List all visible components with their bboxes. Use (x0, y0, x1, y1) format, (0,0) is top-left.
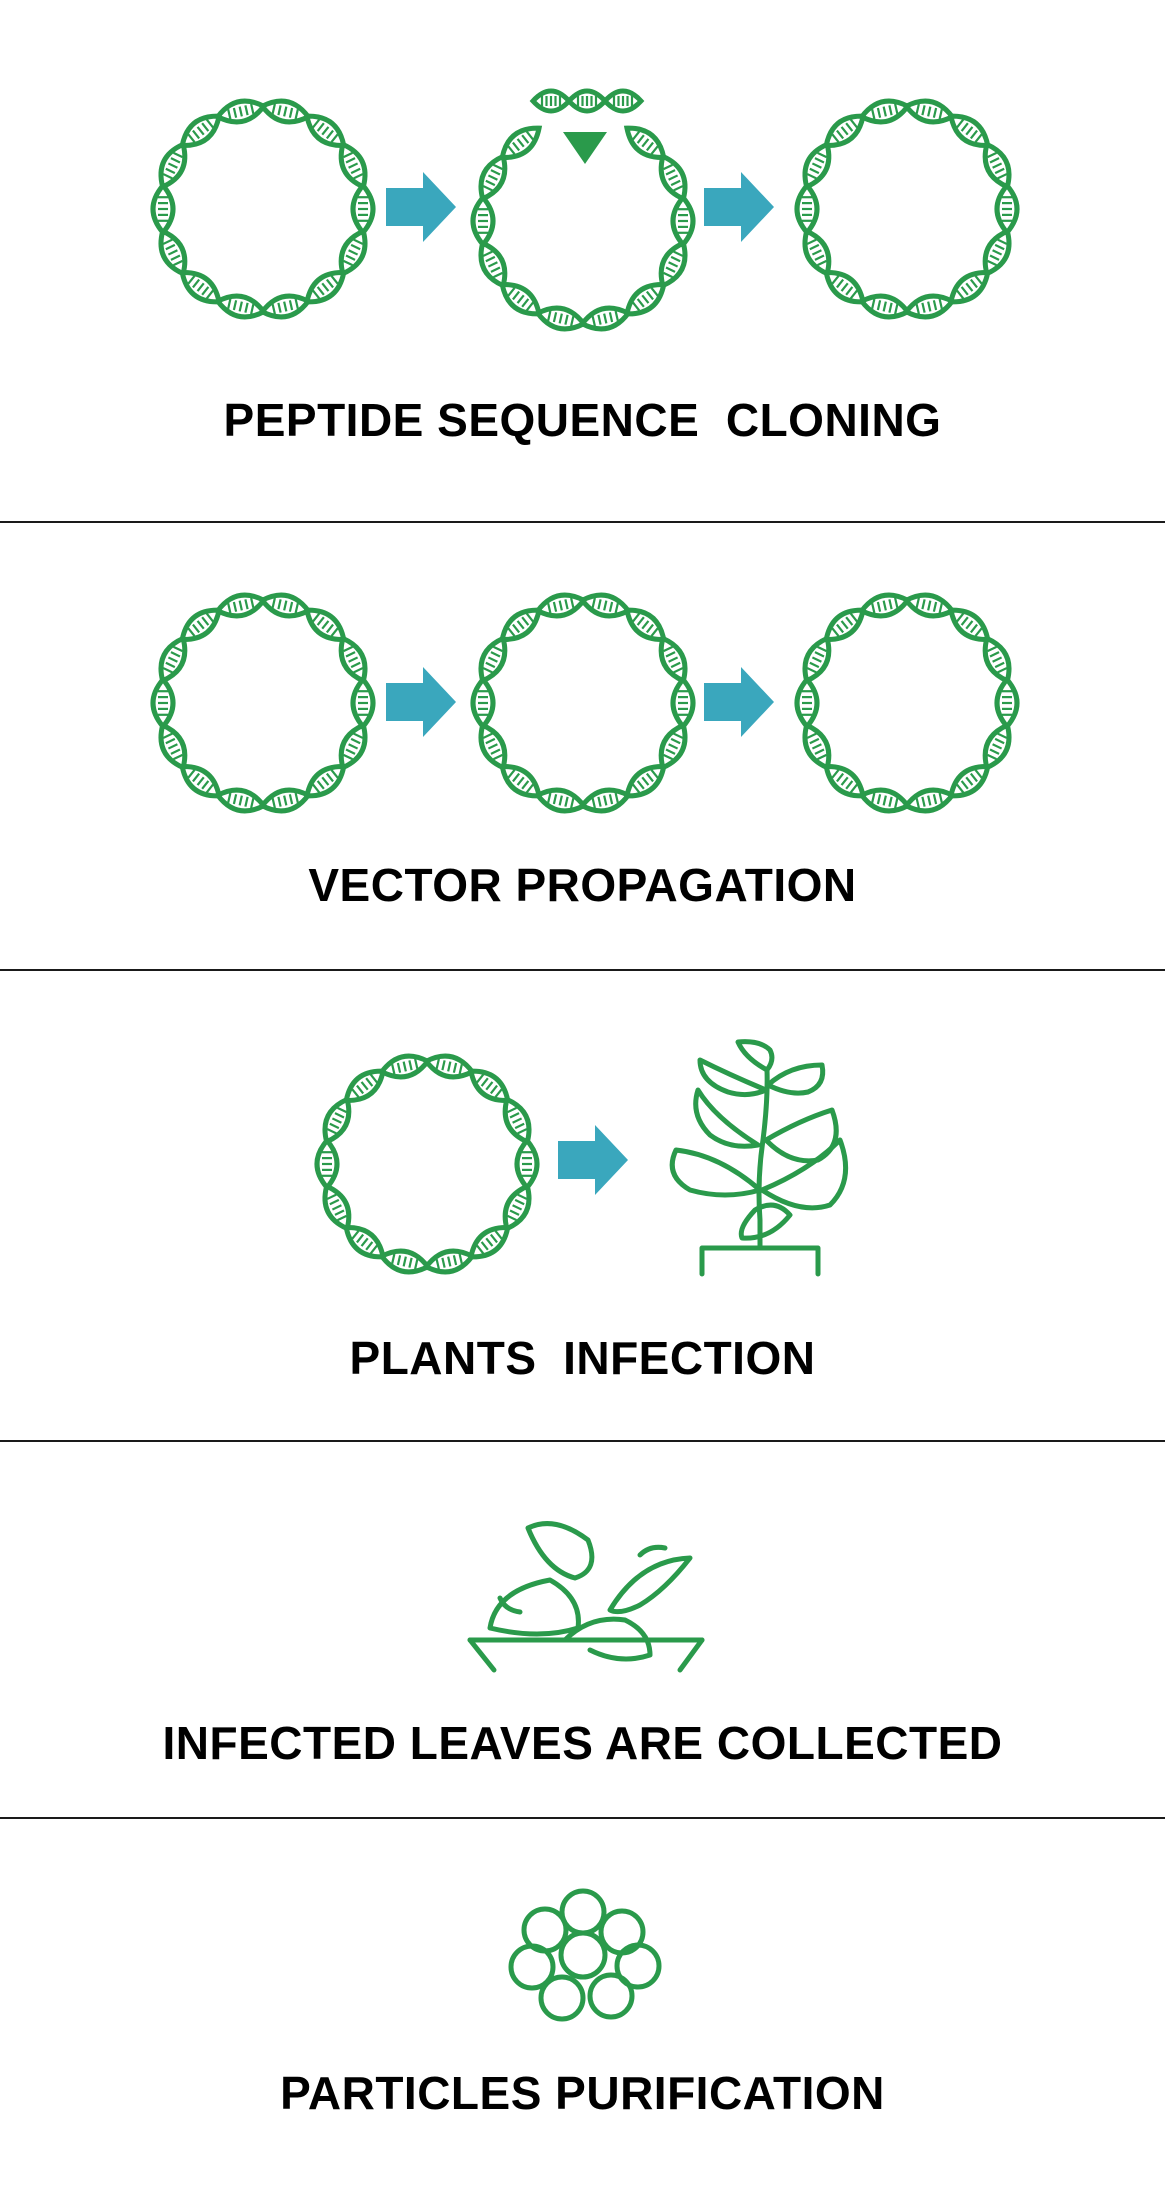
right-arrow-icon (704, 172, 774, 242)
divider (0, 1440, 1165, 1442)
dna-plasmid-ring-icon (150, 98, 376, 320)
step-caption: PLANTS INFECTION (349, 1332, 816, 1384)
triangle-down-icon (563, 132, 607, 164)
step-caption: VECTOR PROPAGATION (308, 859, 857, 911)
dna-insert-fragment-icon (529, 88, 645, 114)
dna-plasmid-ring-icon (470, 592, 696, 814)
step-caption: INFECTED LEAVES ARE COLLECTED (162, 1717, 1003, 1769)
potted-plant-icon (669, 1039, 849, 1277)
open-plasmid-ring-icon (470, 125, 696, 332)
step-cloning: PEPTIDE SEQUENCE CLONING (0, 0, 1165, 520)
dna-plasmid-ring-icon (150, 592, 376, 814)
divider (0, 1817, 1165, 1819)
divider (0, 969, 1165, 971)
right-arrow-icon (386, 172, 456, 242)
step-propagation: VECTOR PROPAGATION (0, 523, 1165, 969)
propagation-illustration (150, 592, 1020, 814)
dna-plasmid-ring-icon (794, 98, 1020, 320)
collection-illustration (467, 1521, 705, 1673)
infection-illustration (314, 1039, 849, 1277)
purification-illustration (508, 1888, 662, 2022)
step-caption: PEPTIDE SEQUENCE CLONING (223, 394, 942, 446)
dna-plasmid-ring-icon (794, 592, 1020, 814)
leaves-in-tray-icon (467, 1521, 705, 1673)
dna-plasmid-ring-icon (314, 1053, 540, 1275)
step-caption: PARTICLES PURIFICATION (280, 2067, 885, 2119)
particle-cluster-icon (508, 1888, 662, 2022)
right-arrow-icon (386, 667, 456, 737)
right-arrow-icon (558, 1125, 628, 1195)
right-arrow-icon (704, 667, 774, 737)
step-collection: INFECTED LEAVES ARE COLLECTED (0, 1442, 1165, 1818)
step-infection: PLANTS INFECTION (0, 971, 1165, 1440)
step-purification: PARTICLES PURIFICATION (0, 1819, 1165, 2203)
cloning-illustration (150, 88, 1020, 332)
divider (0, 521, 1165, 523)
